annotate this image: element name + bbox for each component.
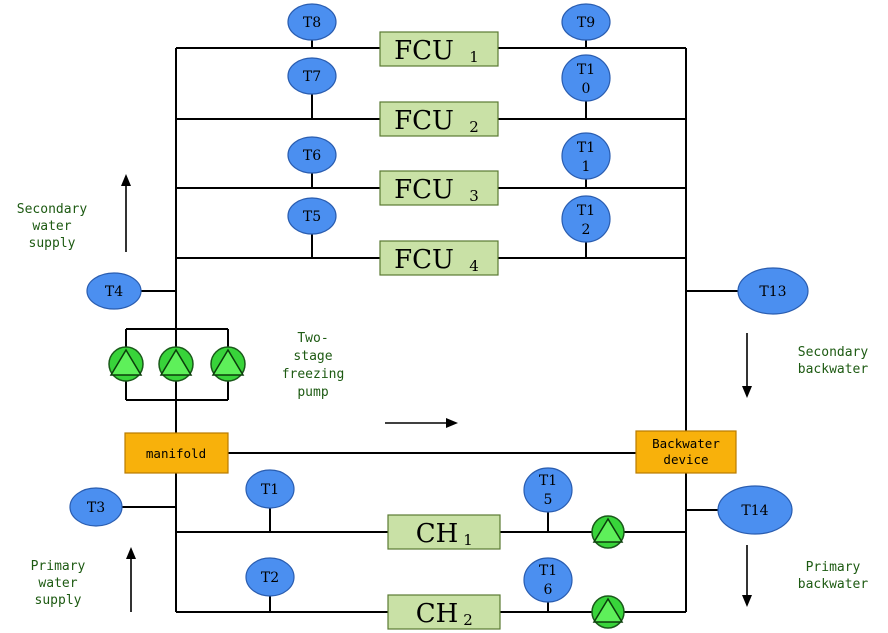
t12-label-line2: 2 — [582, 222, 591, 238]
fcu3-subscript: 3 — [469, 187, 479, 205]
fcu3-label: FCU — [394, 175, 454, 205]
arrow-secondary-supply-up — [121, 174, 131, 252]
sensor-t2: T2 — [245, 557, 295, 597]
primary-backwater-line1: Primary — [806, 560, 861, 575]
t13-label: T13 — [759, 284, 786, 300]
sensor-t16: T1 6 — [523, 557, 573, 603]
secondary-backwater-line2: backwater — [798, 362, 869, 377]
pump-label-line2: stage — [293, 349, 332, 364]
manifold-label: manifold — [146, 446, 206, 461]
sensor-t4: T4 — [86, 272, 142, 310]
ch2-label: CH — [416, 599, 459, 629]
arrow-primary-backwater-down — [742, 545, 752, 607]
pump-3 — [210, 346, 246, 382]
sensor-t7: T7 — [287, 57, 337, 95]
t5-label: T5 — [303, 209, 321, 225]
fcu4-subscript: 4 — [469, 257, 479, 275]
t15-label-line2: 5 — [544, 492, 553, 508]
t1-label: T1 — [261, 482, 279, 498]
t9-label: T9 — [577, 15, 595, 31]
sensor-t1: T1 — [245, 469, 295, 509]
arrow-secondary-backwater-down — [742, 333, 752, 398]
t10-label-line2: 0 — [582, 81, 591, 97]
pump-label-line3: freezing — [282, 367, 345, 382]
t2-label: T2 — [261, 570, 279, 586]
backwater-label-line1: Backwater — [652, 436, 720, 451]
t10-label-line1: T1 — [577, 62, 595, 78]
t8-label: T8 — [303, 15, 321, 31]
t14-label: T14 — [741, 503, 768, 519]
sensor-t12: T1 2 — [561, 195, 611, 243]
sensor-t13: T13 — [737, 267, 809, 315]
arrow-flow-right — [385, 418, 458, 428]
ch2-subscript: 2 — [463, 611, 473, 629]
sensor-t5: T5 — [287, 197, 337, 235]
label-primary-water-supply: Primary water supply — [31, 559, 86, 608]
arrow-primary-supply-up — [126, 547, 136, 612]
fcu3-unit: FCU 3 — [379, 170, 499, 206]
ch1-label: CH — [416, 519, 459, 549]
primary-supply-line1: Primary — [31, 559, 86, 574]
fcu4-label: FCU — [394, 245, 454, 275]
ch2-unit: CH 2 — [387, 594, 501, 630]
fcu2-subscript: 2 — [469, 118, 479, 136]
sensor-t3: T3 — [69, 487, 123, 527]
primary-supply-line3: supply — [35, 593, 82, 608]
ch1-unit: CH 1 — [387, 514, 501, 550]
t3-label: T3 — [87, 500, 105, 516]
t7-label: T7 — [303, 69, 321, 85]
sensor-t8: T8 — [287, 3, 337, 41]
t12-label-line1: T1 — [577, 203, 595, 219]
t15-label-line1: T1 — [539, 473, 557, 489]
secondary-supply-line2: water — [32, 219, 71, 234]
fcu1-unit: FCU 1 — [379, 31, 499, 67]
fcu1-label: FCU — [394, 36, 454, 66]
t6-label: T6 — [303, 148, 321, 164]
label-secondary-backwater: Secondary backwater — [798, 345, 869, 377]
pump-label-line4: pump — [297, 385, 328, 400]
sensor-t14: T14 — [717, 485, 793, 535]
t4-label: T4 — [105, 284, 123, 300]
sensor-t11: T1 1 — [561, 132, 611, 180]
t11-label-line1: T1 — [577, 140, 595, 156]
label-two-stage-pump: Two- stage freezing pump — [282, 331, 345, 400]
t16-label-line2: 6 — [544, 582, 553, 598]
secondary-backwater-line1: Secondary — [798, 345, 869, 360]
fcu1-subscript: 1 — [469, 48, 479, 66]
fcu2-label: FCU — [394, 106, 454, 136]
fcu4-unit: FCU 4 — [379, 240, 499, 276]
backwater-label-line2: device — [663, 452, 708, 467]
t16-label-line1: T1 — [539, 563, 557, 579]
pump-ch1 — [591, 515, 625, 549]
label-secondary-water-supply: Secondary water supply — [17, 202, 88, 251]
pump-label-line1: Two- — [297, 331, 328, 346]
fcu2-unit: FCU 2 — [379, 101, 499, 137]
backwater-device: Backwater device — [635, 430, 737, 474]
pump-1 — [108, 346, 144, 382]
pump-ch2 — [591, 595, 625, 629]
t11-label-line2: 1 — [582, 159, 591, 175]
sensor-t10: T1 0 — [561, 54, 611, 102]
primary-supply-line2: water — [38, 576, 77, 591]
secondary-supply-line3: supply — [29, 236, 76, 251]
manifold-device: manifold — [124, 432, 229, 474]
sensor-t9: T9 — [561, 3, 611, 41]
sensor-t15: T1 5 — [523, 467, 573, 513]
label-primary-backwater: Primary backwater — [798, 560, 869, 592]
sensor-t6: T6 — [287, 136, 337, 174]
pump-2 — [158, 346, 194, 382]
ch1-subscript: 1 — [463, 531, 473, 549]
secondary-supply-line1: Secondary — [17, 202, 88, 217]
primary-backwater-line2: backwater — [798, 577, 869, 592]
